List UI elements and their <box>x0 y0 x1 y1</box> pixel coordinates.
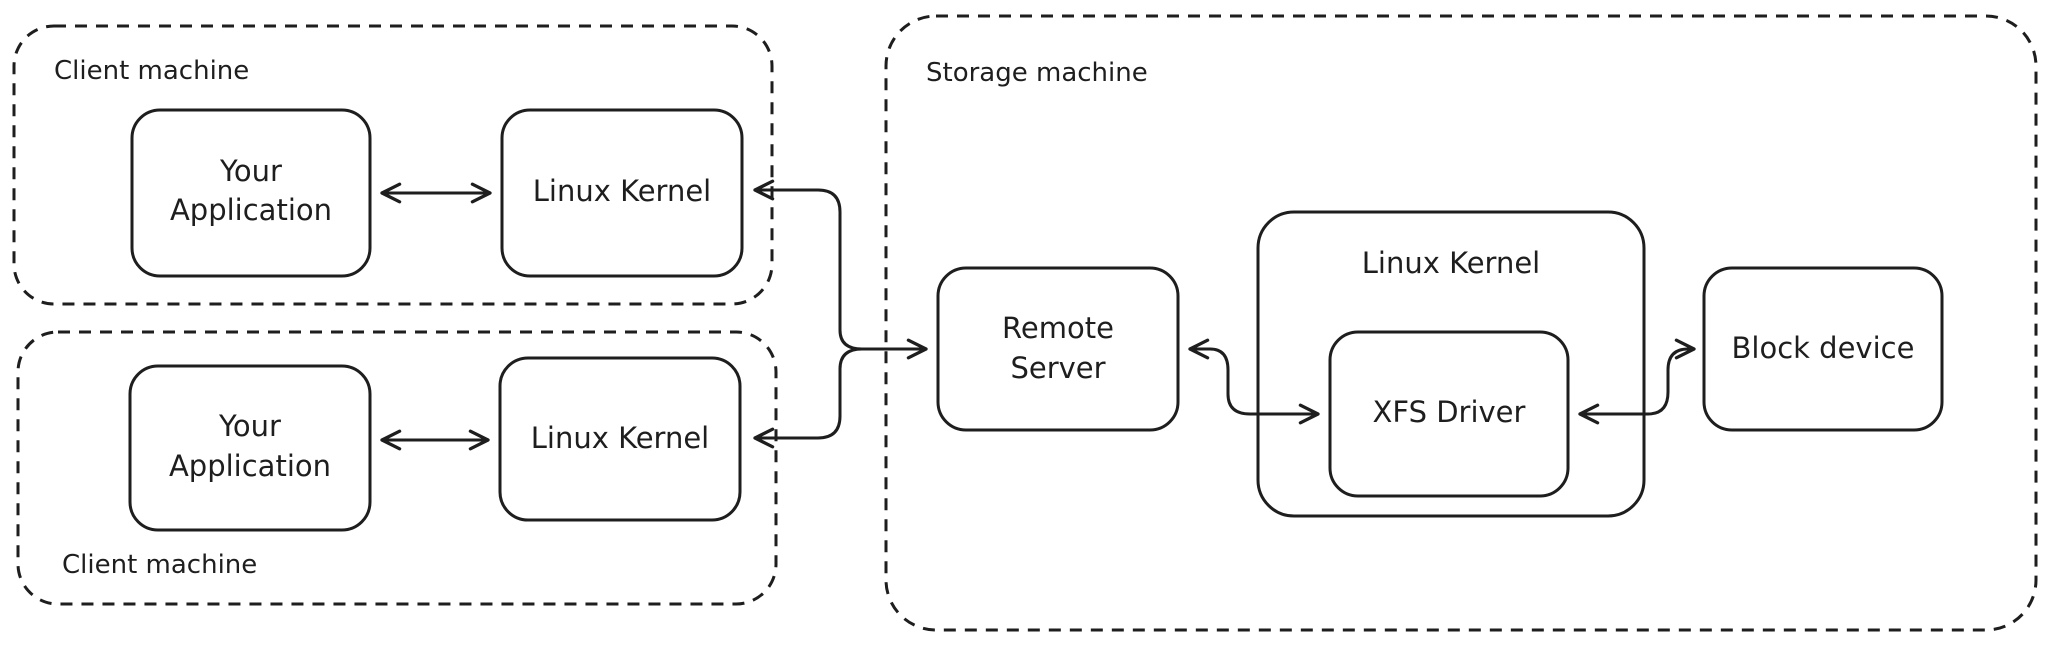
remote-server-line2: Server <box>1010 351 1105 385</box>
client-machine-bottom-label: Client machine <box>62 550 257 580</box>
your-application-top-line1: Your <box>219 154 282 188</box>
kernel-top-to-remote-server-arrow <box>753 179 928 360</box>
linux-kernel-bottom-box <box>498 356 742 522</box>
block-device-box <box>1702 266 1944 432</box>
client-machine-top-label: Client machine <box>54 56 249 86</box>
remote-server-to-xfs-driver-arrow <box>1188 338 1320 425</box>
xfs-driver-to-block-device-arrow <box>1578 338 1696 425</box>
storage-linux-kernel-label: Linux Kernel <box>1362 246 1540 280</box>
your-application-bottom-box <box>128 364 372 532</box>
linux-kernel-top-box <box>500 108 744 278</box>
storage-machine-label: Storage machine <box>926 58 1148 88</box>
kernel-bottom-to-remote-server-arrow <box>753 347 928 449</box>
your-application-bottom-line2: Application <box>169 449 331 483</box>
your-application-top-line2: Application <box>170 193 332 227</box>
your-application-bottom-line1: Your <box>218 409 281 443</box>
client-machine-bottom-group <box>16 330 778 606</box>
your-application-top-box <box>130 108 372 278</box>
linux-kernel-top-label: Linux Kernel <box>533 174 711 208</box>
remote-server-box <box>936 266 1180 432</box>
client-machine-top-group <box>12 24 774 306</box>
remote-server-line1: Remote <box>1002 311 1114 345</box>
xfs-driver-box <box>1328 330 1570 498</box>
linux-kernel-bottom-label: Linux Kernel <box>531 421 709 455</box>
block-device-label: Block device <box>1732 331 1915 365</box>
storage-machine-group <box>884 14 2038 632</box>
xfs-driver-label: XFS Driver <box>1373 395 1526 429</box>
